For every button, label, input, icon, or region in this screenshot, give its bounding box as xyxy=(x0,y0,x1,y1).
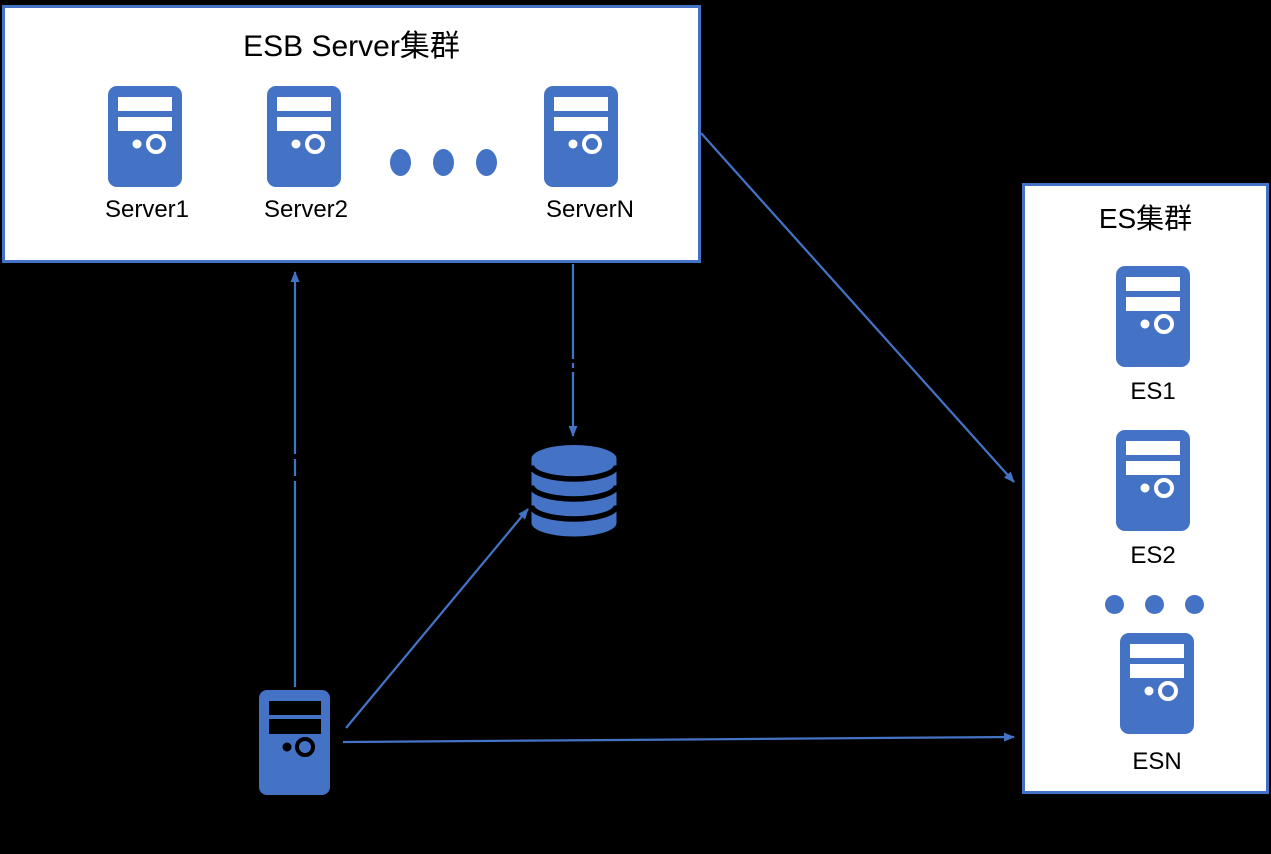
ellipsis-dot xyxy=(1105,595,1124,614)
server-tower-icon xyxy=(1116,266,1190,367)
ellipsis-dot xyxy=(433,149,454,176)
server1-label: Server1 xyxy=(104,196,190,223)
ellipsis-dot xyxy=(1185,595,1204,614)
ellipsis-dot xyxy=(390,149,411,176)
line-gap xyxy=(291,454,299,459)
esb-cluster-title: ESB Server集群 xyxy=(243,30,460,63)
server-tower-icon xyxy=(1116,430,1190,531)
es-cluster-box: ES集群 ES1 ES2 ESN xyxy=(1022,183,1269,794)
server-tower-icon xyxy=(544,86,618,187)
esN-label: ESN xyxy=(1132,748,1182,775)
server-tower-icon xyxy=(108,86,182,187)
database-cylinder-icon xyxy=(531,445,617,537)
line-gap xyxy=(291,476,299,481)
ellipsis-dot xyxy=(1145,595,1164,614)
es-cluster-title: ES集群 xyxy=(1098,203,1193,234)
server-tower-icon xyxy=(267,86,341,187)
arrow-client-to-database xyxy=(345,508,529,729)
es1-label: ES1 xyxy=(1130,378,1176,405)
ellipsis-dot xyxy=(476,149,497,176)
client-server-icon xyxy=(259,690,330,795)
arrow-client-to-es xyxy=(342,732,1015,744)
line-gap xyxy=(569,359,577,363)
server2-label: Server2 xyxy=(263,196,349,223)
serverN-label: ServerN xyxy=(545,196,635,223)
arrow-esb-to-es xyxy=(700,132,1015,483)
es2-label: ES2 xyxy=(1130,542,1176,569)
server-tower-icon xyxy=(1120,633,1194,734)
esb-cluster-box: ESB Server集群 Server1 Server2 Serve xyxy=(2,5,701,263)
line-gap xyxy=(569,368,577,372)
